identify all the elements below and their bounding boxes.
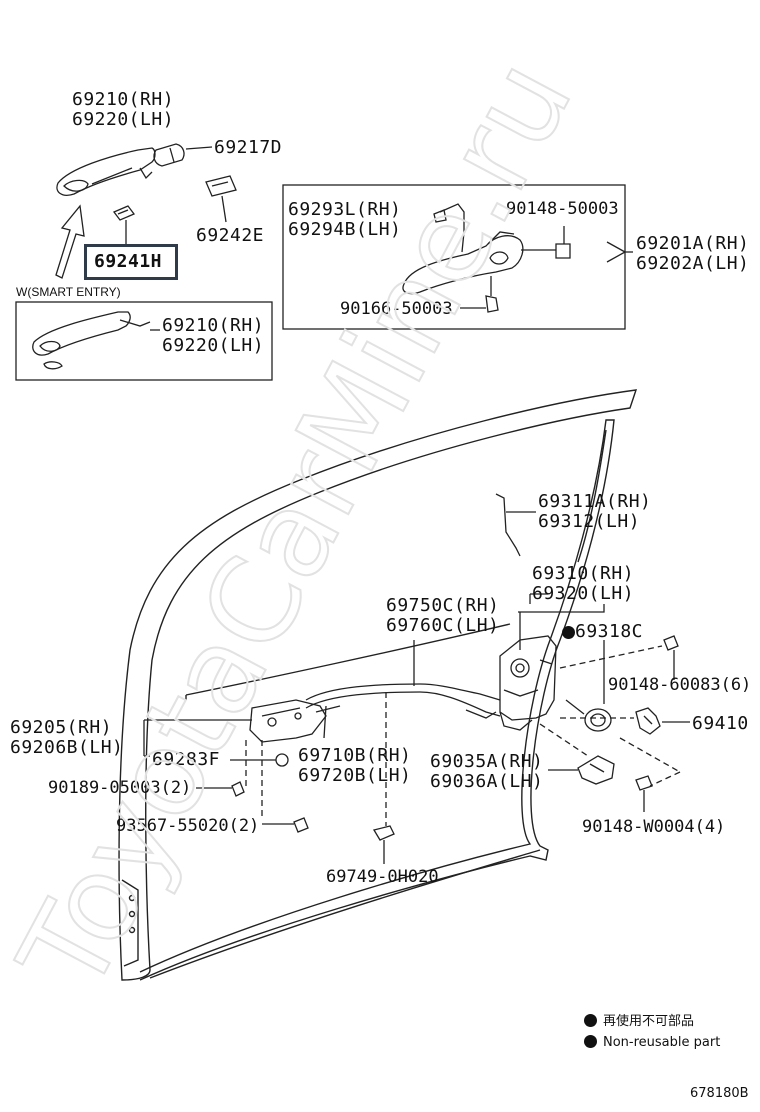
- figure-id: 678180B: [690, 1086, 749, 1101]
- legend-english: Non-reusable part: [584, 1035, 720, 1051]
- handle-screw-drawing: [262, 817, 309, 833]
- label-screw-lower: 90166-50003: [340, 299, 453, 319]
- legend-english-text: Non-reusable part: [603, 1035, 721, 1050]
- outside-handle-drawing: [56, 147, 156, 196]
- arrow-drawing: [55, 204, 85, 279]
- lock-drawing: [499, 593, 605, 731]
- smart-entry-box: [15, 301, 273, 381]
- label-seal-text: 69318C: [575, 621, 644, 642]
- label-cover: 69283F: [152, 749, 221, 770]
- legend-japanese: 再使用不可部品: [584, 1014, 694, 1030]
- legend-dot-icon: [584, 1014, 597, 1027]
- label-cable-lh: 69760C(LH): [386, 615, 500, 636]
- small-part-drawing: [112, 205, 136, 244]
- label-cable2-rh: 69710B(RH): [298, 745, 412, 766]
- label-highlighted-part: 69241H: [94, 251, 163, 272]
- label-screw-upper: 90148-50003: [506, 199, 619, 219]
- label-inside-handle-rh: 69205(RH): [10, 717, 113, 738]
- label-lock-lh: 69320(LH): [532, 583, 635, 604]
- label-protector-lh: 69036A(LH): [430, 771, 544, 792]
- cover-drawing: [230, 753, 289, 767]
- handle-cap-drawing: [153, 143, 213, 167]
- label-handle-lh-top: 69220(LH): [72, 109, 175, 130]
- label-seal: 69318C: [562, 622, 643, 642]
- protector-drawing: [539, 723, 615, 785]
- frame-drawing: [402, 203, 626, 313]
- door-outline: [118, 389, 638, 981]
- highlight-box: [84, 244, 178, 280]
- clip-drawing: [196, 781, 245, 797]
- legend-dot-icon: [584, 1035, 597, 1048]
- smart-handle-drawing: [32, 311, 160, 370]
- label-frame-assy-rh: 69201A(RH): [636, 233, 750, 254]
- label-handle-rh-top: 69210(RH): [72, 89, 175, 110]
- label-clip: 90189-05003(2): [48, 778, 192, 798]
- label-frame-lh: 69294B(LH): [288, 219, 402, 240]
- label-pad: 69242E: [196, 225, 265, 246]
- label-screw-lock: 90148-60083(6): [608, 675, 752, 695]
- seal-ring-drawing: [565, 640, 612, 732]
- label-screw-handle: 93567-55020(2): [116, 816, 260, 836]
- cable-drawing: [305, 640, 501, 826]
- label-cap: 69217D: [214, 137, 283, 158]
- label-rod-rh: 69311A(RH): [538, 491, 652, 512]
- label-rod-lh: 69312(LH): [538, 511, 641, 532]
- lock-screw-drawing: [559, 635, 679, 680]
- label-screw-striker: 90148-W0004(4): [582, 817, 726, 837]
- label-frame-assy-lh: 69202A(LH): [636, 253, 750, 274]
- label-handle-rh-box: 69210(RH): [162, 315, 265, 336]
- rod-drawing: [495, 493, 536, 557]
- label-cable2-lh: 69720B(LH): [298, 765, 412, 786]
- label-frame-rh: 69293L(RH): [288, 199, 402, 220]
- non-reusable-dot-icon: [562, 626, 575, 639]
- legend-japanese-text: 再使用不可部品: [603, 1014, 695, 1029]
- frame-box: [282, 184, 626, 330]
- label-lock-rh: 69310(RH): [532, 563, 635, 584]
- label-cable-rh: 69750C(RH): [386, 595, 500, 616]
- label-protector-rh: 69035A(RH): [430, 751, 544, 772]
- label-striker: 69410: [692, 713, 749, 734]
- label-handle-lh-box: 69220(LH): [162, 335, 265, 356]
- clamp-drawing: [372, 825, 395, 864]
- label-inside-handle-lh: 69206B(LH): [10, 737, 124, 758]
- pad-drawing: [205, 175, 237, 223]
- inside-handle-drawing: [143, 699, 341, 818]
- label-clamp: 69749-0H020: [326, 867, 439, 887]
- label-smart-entry: W(SMART ENTRY): [16, 285, 121, 299]
- striker-drawing: [560, 707, 690, 812]
